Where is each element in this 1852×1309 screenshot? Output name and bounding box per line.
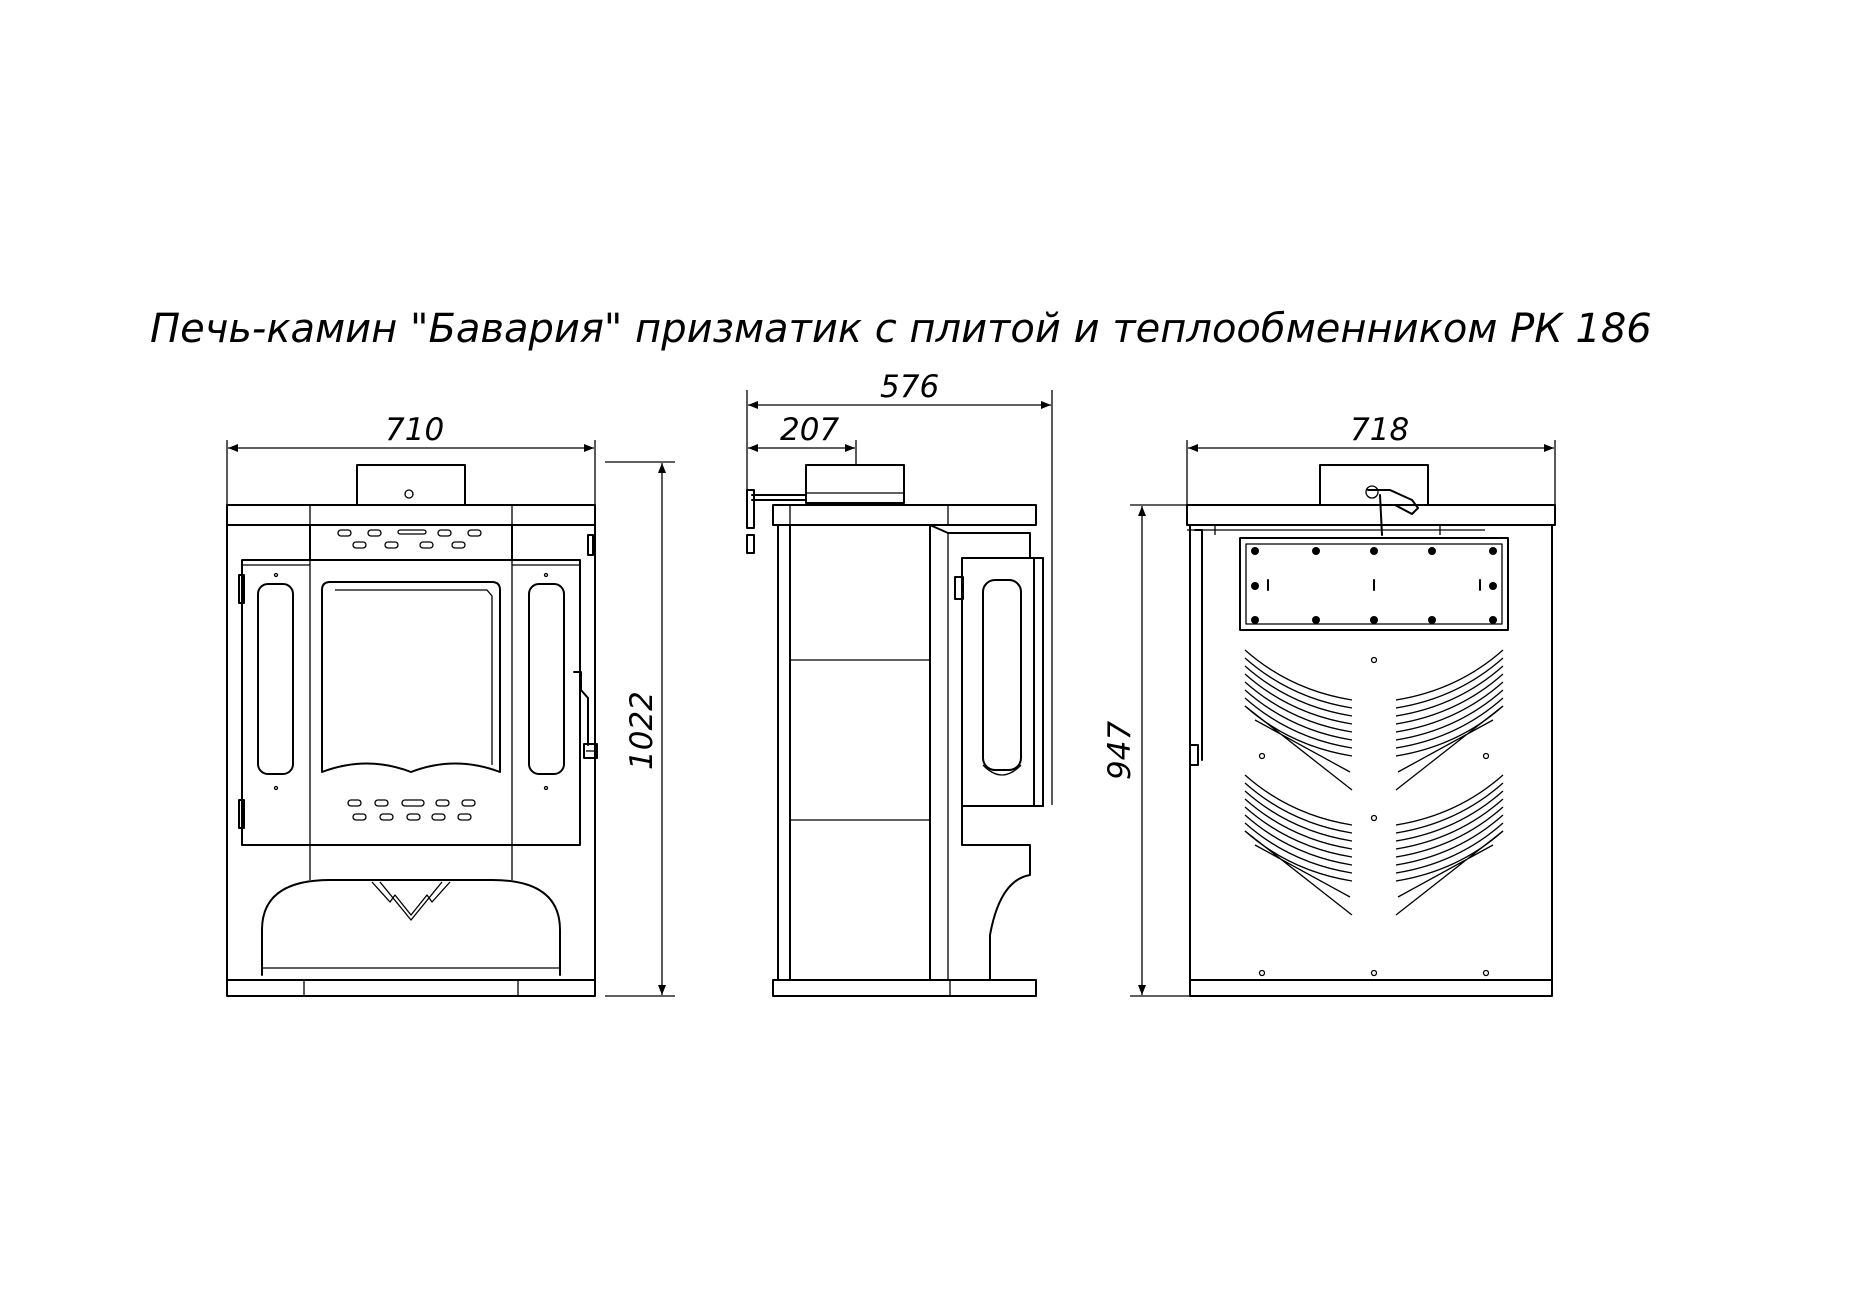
side-depth-dimension: 576 — [746, 369, 1053, 805]
front-height-dimension: 1022 — [605, 461, 675, 997]
side-depth-label: 576 — [880, 369, 939, 405]
back-width-dimension: 718 — [1186, 412, 1556, 510]
side-offset-label: 207 — [780, 412, 839, 448]
side-view: 576 207 — [746, 369, 1053, 997]
front-view: 710 1022 — [226, 412, 675, 997]
bolts — [1251, 547, 1497, 624]
front-height-label: 1022 — [624, 691, 660, 770]
back-height-label: 947 — [1102, 721, 1138, 780]
front-width-dimension: 710 — [226, 412, 596, 510]
back-height-dimension: 947 — [1102, 504, 1195, 997]
back-width-label: 718 — [1350, 412, 1409, 448]
vent-louvres — [1244, 649, 1504, 916]
back-view: 718 947 — [1102, 412, 1556, 997]
front-width-label: 710 — [385, 412, 444, 448]
drawing-title: Печь-камин "Бавария" призматик с плитой … — [150, 306, 1652, 352]
side-offset-dimension: 207 — [748, 412, 857, 465]
